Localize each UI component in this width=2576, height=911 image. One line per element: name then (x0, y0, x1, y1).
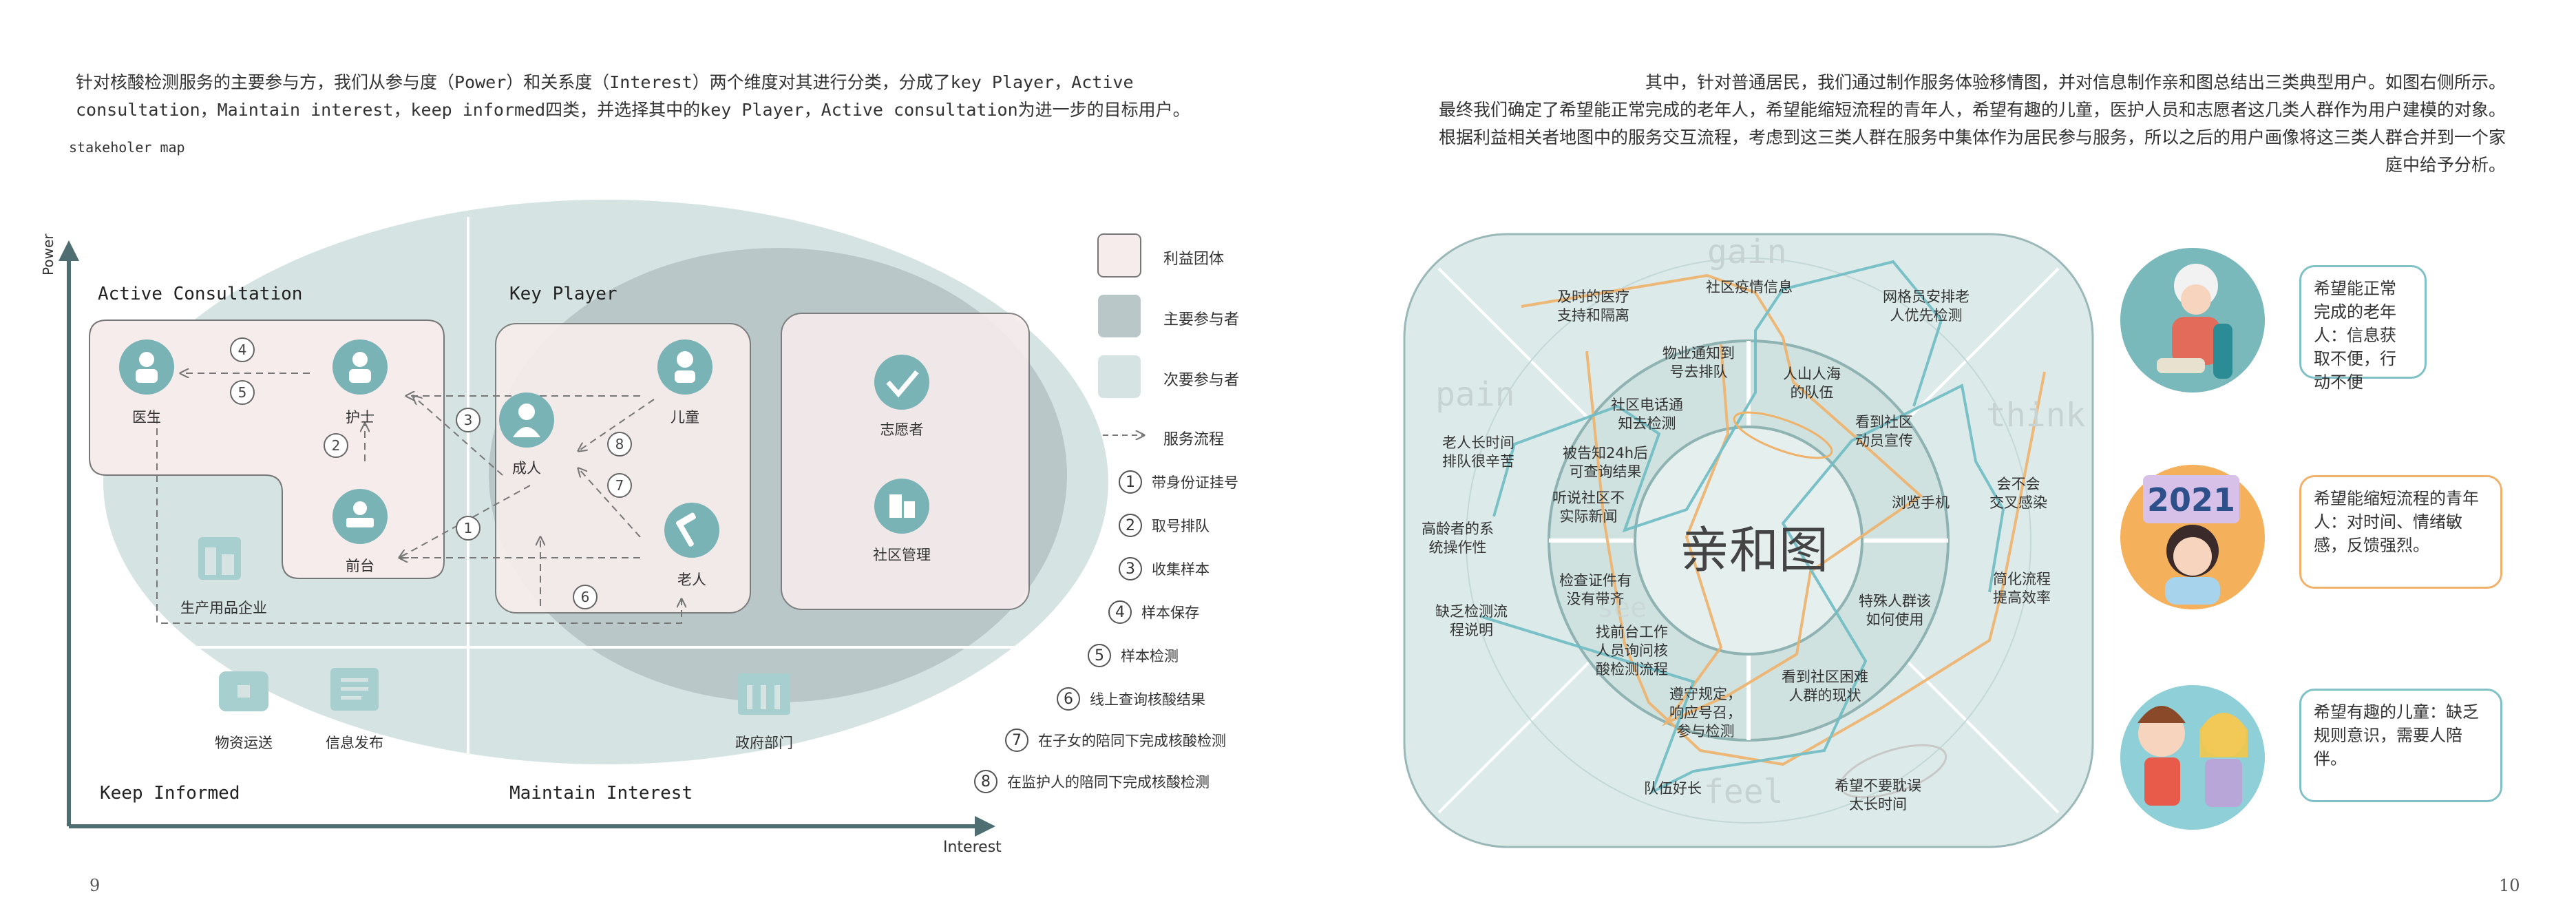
affinity-item: 特殊人群该如何使用 (1859, 593, 1931, 628)
affinity-item: 希望不要耽误太长时间 (1835, 777, 1921, 813)
svg-text:1: 1 (464, 520, 473, 536)
affinity-item: 看到社区动员宣传 (1855, 414, 1913, 449)
svg-text:7: 7 (615, 477, 624, 494)
y-axis-label: Power (40, 233, 56, 275)
dim-gain: gain (1707, 233, 1787, 271)
legend-secondary-participant: 次要参与者 (1163, 372, 1240, 389)
node-nurse-label: 护士 (346, 409, 374, 426)
interest-group-right (781, 313, 1030, 610)
page-number-right: 10 (2499, 876, 2520, 895)
affinity-item: 检查证件有没有带齐 (1559, 572, 1632, 607)
affinity-item: 社区电话通知去检测 (1611, 397, 1683, 432)
svg-text:5: 5 (238, 384, 247, 401)
intro-line-2: consultation，Maintain interest，keep info… (76, 100, 1190, 120)
page-number-left: 9 (89, 876, 101, 895)
affinity-item: 遵守规定，响应号召，参与检测 (1669, 686, 1742, 740)
legend-main-participant: 主要参与者 (1163, 311, 1240, 328)
affinity-diagram (1403, 233, 2094, 848)
svg-text:8: 8 (615, 436, 624, 452)
svg-text:4: 4 (238, 342, 247, 358)
right-line-3: 根据利益相关者地图中的服务交互流程，考虑到这三类人群在服务中集体作为居民参与服务… (1438, 127, 2506, 147)
legend-swatch-secondary (1098, 355, 1141, 398)
affinity-item: 听说社区不实际新闻 (1552, 490, 1625, 525)
node-elderly-label: 老人 (677, 572, 706, 588)
affinity-item: 看到社区困难人群的现状 (1782, 669, 1868, 704)
node-adult-label: 成人 (512, 460, 541, 477)
persona-illustrations: 2021 (2120, 248, 2265, 830)
quadrant-keep-informed: Keep Informed (100, 783, 240, 804)
elderly-icon (664, 503, 719, 558)
affinity-item: 物业通知到号去排队 (1662, 345, 1735, 380)
affinity-item: 及时的医疗支持和隔离 (1557, 289, 1629, 324)
supplier-icon (198, 537, 241, 580)
legend-swatch-main (1098, 295, 1141, 337)
node-child-label: 儿童 (671, 409, 699, 426)
affinity-item: 被告知24h后可查询结果 (1563, 445, 1649, 480)
affinity-item: 社区疫情信息 (1706, 279, 1793, 295)
affinity-center-title: 亲和图 (1680, 521, 1829, 579)
quadrant-maintain-interest: Maintain Interest (509, 783, 693, 804)
node-info-label: 信息发布 (326, 735, 383, 751)
affinity-item: 浏览手机 (1892, 494, 1950, 511)
stakeholder-map: 4 5 2 3 1 7 8 6 (59, 200, 1294, 837)
right-line-4: 庭中给予分析。 (2385, 155, 2506, 175)
badge-2021: 2021 (2147, 481, 2235, 519)
dim-feel: feel (1704, 773, 1784, 811)
legend-interest-group: 利益团体 (1163, 251, 1225, 268)
right-line-1: 其中，针对普通居民，我们通过制作服务体验移情图，并对信息制作亲和图总结出三类典型… (1645, 72, 2506, 92)
volunteer-icon (874, 355, 929, 410)
node-transport-label: 物资运送 (215, 735, 273, 751)
affinity-item: 高龄者的系统操作性 (1422, 521, 1494, 556)
node-supplier-label: 生产用品企业 (180, 600, 267, 616)
reception-icon (332, 489, 388, 544)
svg-text:2: 2 (332, 437, 341, 454)
affinity-item: 简化流程提高效率 (1993, 571, 2051, 606)
node-volunteer-label: 志愿者 (880, 421, 924, 438)
affinity-item: 队伍好长 (1644, 780, 1702, 797)
persona-youth-bubble: 希望能缩短流程的青年人：对时间、情绪敏感，反馈强烈。 (2299, 475, 2502, 589)
persona-child-bubble: 希望有趣的儿童：缺乏规则意识，需要人陪伴。 (2299, 689, 2502, 802)
affinity-item: 缺乏检测流程说明 (1435, 603, 1508, 638)
left-intro: 针对核酸检测服务的主要参与方，我们从参与度（Power）和关系度（Interes… (76, 69, 1212, 124)
x-axis-label: Interest (943, 839, 1002, 856)
right-line-2: 最终我们确定了希望能正常完成的老年人，希望能缩短流程的青年人，希望有趣的儿童，医… (1438, 100, 2506, 120)
stakeholder-map-label: stakeholer map (69, 139, 185, 156)
persona-elderly-bubble: 希望能正常完成的老年人：信息获取不便，行动不便 (2299, 265, 2427, 392)
dim-pain: pain (1435, 375, 1515, 414)
legend-swatch-interest (1097, 233, 1141, 278)
dim-think: think (1986, 396, 2086, 434)
affinity-item: 人山人海的队伍 (1783, 366, 1841, 401)
affinity-item: 会不会交叉感染 (1989, 476, 2047, 511)
affinity-item: 网格员安排老人优先检测 (1883, 289, 1970, 324)
node-doctor-label: 医生 (132, 409, 161, 426)
affinity-item: 找前台工作人员询问核酸检测流程 (1596, 624, 1668, 678)
quadrant-key-player: Key Player (509, 284, 617, 304)
svg-text:3: 3 (464, 412, 473, 428)
dim-see: see (1597, 592, 1647, 624)
right-intro: 其中，针对普通居民，我们通过制作服务体验移情图，并对信息制作亲和图总结出三类典型… (1349, 69, 2506, 179)
node-reception-label: 前台 (346, 558, 374, 574)
node-gov-label: 政府部门 (735, 735, 793, 751)
intro-line-1: 针对核酸检测服务的主要参与方，我们从参与度（Power）和关系度（Interes… (76, 72, 1134, 92)
node-community-label: 社区管理 (873, 547, 931, 563)
legend-service-flow: 服务流程 (1163, 431, 1225, 448)
svg-text:6: 6 (581, 589, 590, 605)
quadrant-active-consultation: Active Consultation (98, 284, 303, 304)
affinity-item: 老人长时间排队很辛苦 (1442, 434, 1514, 470)
